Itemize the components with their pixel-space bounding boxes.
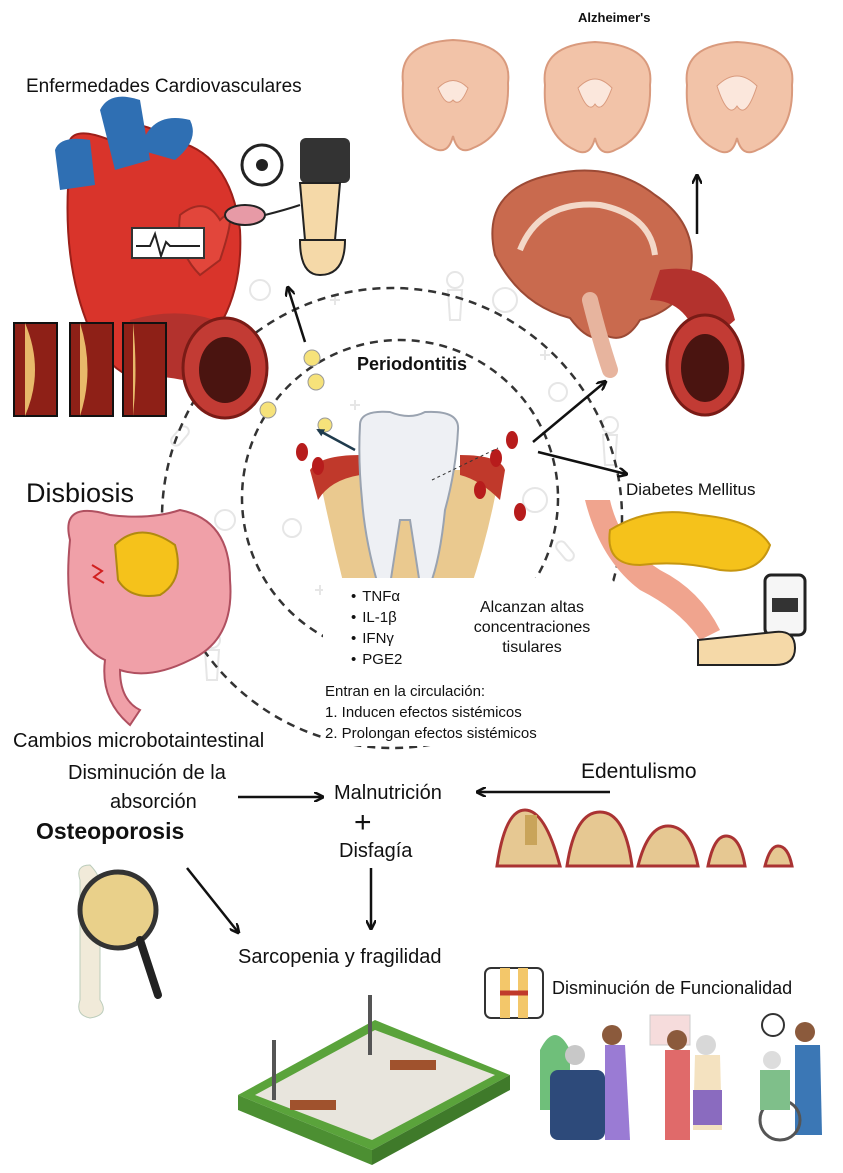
- arrow-tooth-small: [318, 430, 355, 450]
- cytokine-ifn: IFNγ: [362, 630, 394, 647]
- cytokine-tnf: TNFα: [362, 588, 400, 605]
- tooth-illustration: [310, 412, 505, 590]
- intestine-illustration: [68, 510, 230, 725]
- label-disbiosis: Disbiosis: [26, 478, 134, 509]
- circulation-block: Entran en la circulación: 1. Inducen efe…: [325, 681, 537, 744]
- label-disminucion: Disminución de la: [68, 762, 226, 785]
- park-scene: [238, 995, 510, 1165]
- joint-icon: [485, 968, 543, 1018]
- caregivers-scene: [540, 1014, 822, 1140]
- cytokine-item: PGE2: [351, 649, 402, 670]
- label-disfagia: Disfagía: [339, 840, 412, 863]
- brain-slices-group: [403, 40, 793, 152]
- circulation-item-2: 2. Prolongan efectos sistémicos: [325, 723, 537, 744]
- label-osteoporosis: Osteoporosis: [36, 818, 184, 845]
- plaque-panels: [14, 323, 166, 416]
- label-edentulismo: Edentulismo: [581, 760, 697, 784]
- arrow-osteoporosis-sarcopenia: [187, 868, 238, 932]
- cytokine-list: TNFα IL-1β IFNγ PGE2: [351, 586, 402, 670]
- label-alzheimer: Alzheimer's: [578, 10, 650, 25]
- label-malnutricion: Malnutrición: [334, 782, 442, 805]
- label-sarcopenia: Sarcopenia y fragilidad: [238, 946, 441, 969]
- cytokine-item: IL-1β: [351, 607, 402, 628]
- cytokine-item: IFNγ: [351, 628, 402, 649]
- arrow-to-diabetes: [538, 452, 626, 474]
- bone-magnifier: [79, 865, 158, 1018]
- blood-pressure-monitor: [225, 138, 350, 275]
- label-diabetes: Diabetes Mellitus: [626, 480, 755, 500]
- cytokine-il1: IL-1β: [362, 609, 396, 626]
- label-disminucion-funcionalidad: Disminución de Funcionalidad: [552, 978, 792, 999]
- label-cambios-microbiota: Cambios microbotaintestinal: [13, 730, 264, 753]
- label-absorcion: absorción: [110, 791, 197, 814]
- plus-sign: +: [354, 806, 372, 840]
- circulation-title: Entran en la circulación:: [325, 681, 537, 702]
- arrow-to-brain: [533, 382, 605, 442]
- label-alcanzan: Alcanzan altas concentraciones tisulares: [452, 598, 612, 658]
- circulation-item-1: 1. Inducen efectos sistémicos: [325, 702, 537, 723]
- cytokine-pge2: PGE2: [362, 651, 402, 668]
- arrow-to-bp: [288, 288, 305, 342]
- label-periodontitis: Periodontitis: [357, 354, 467, 375]
- label-cardiovascular: Enfermedades Cardiovasculares: [26, 76, 302, 98]
- cytokine-item: TNFα: [351, 586, 402, 607]
- artery-right: [650, 269, 743, 415]
- edentulism-panels: [497, 810, 792, 866]
